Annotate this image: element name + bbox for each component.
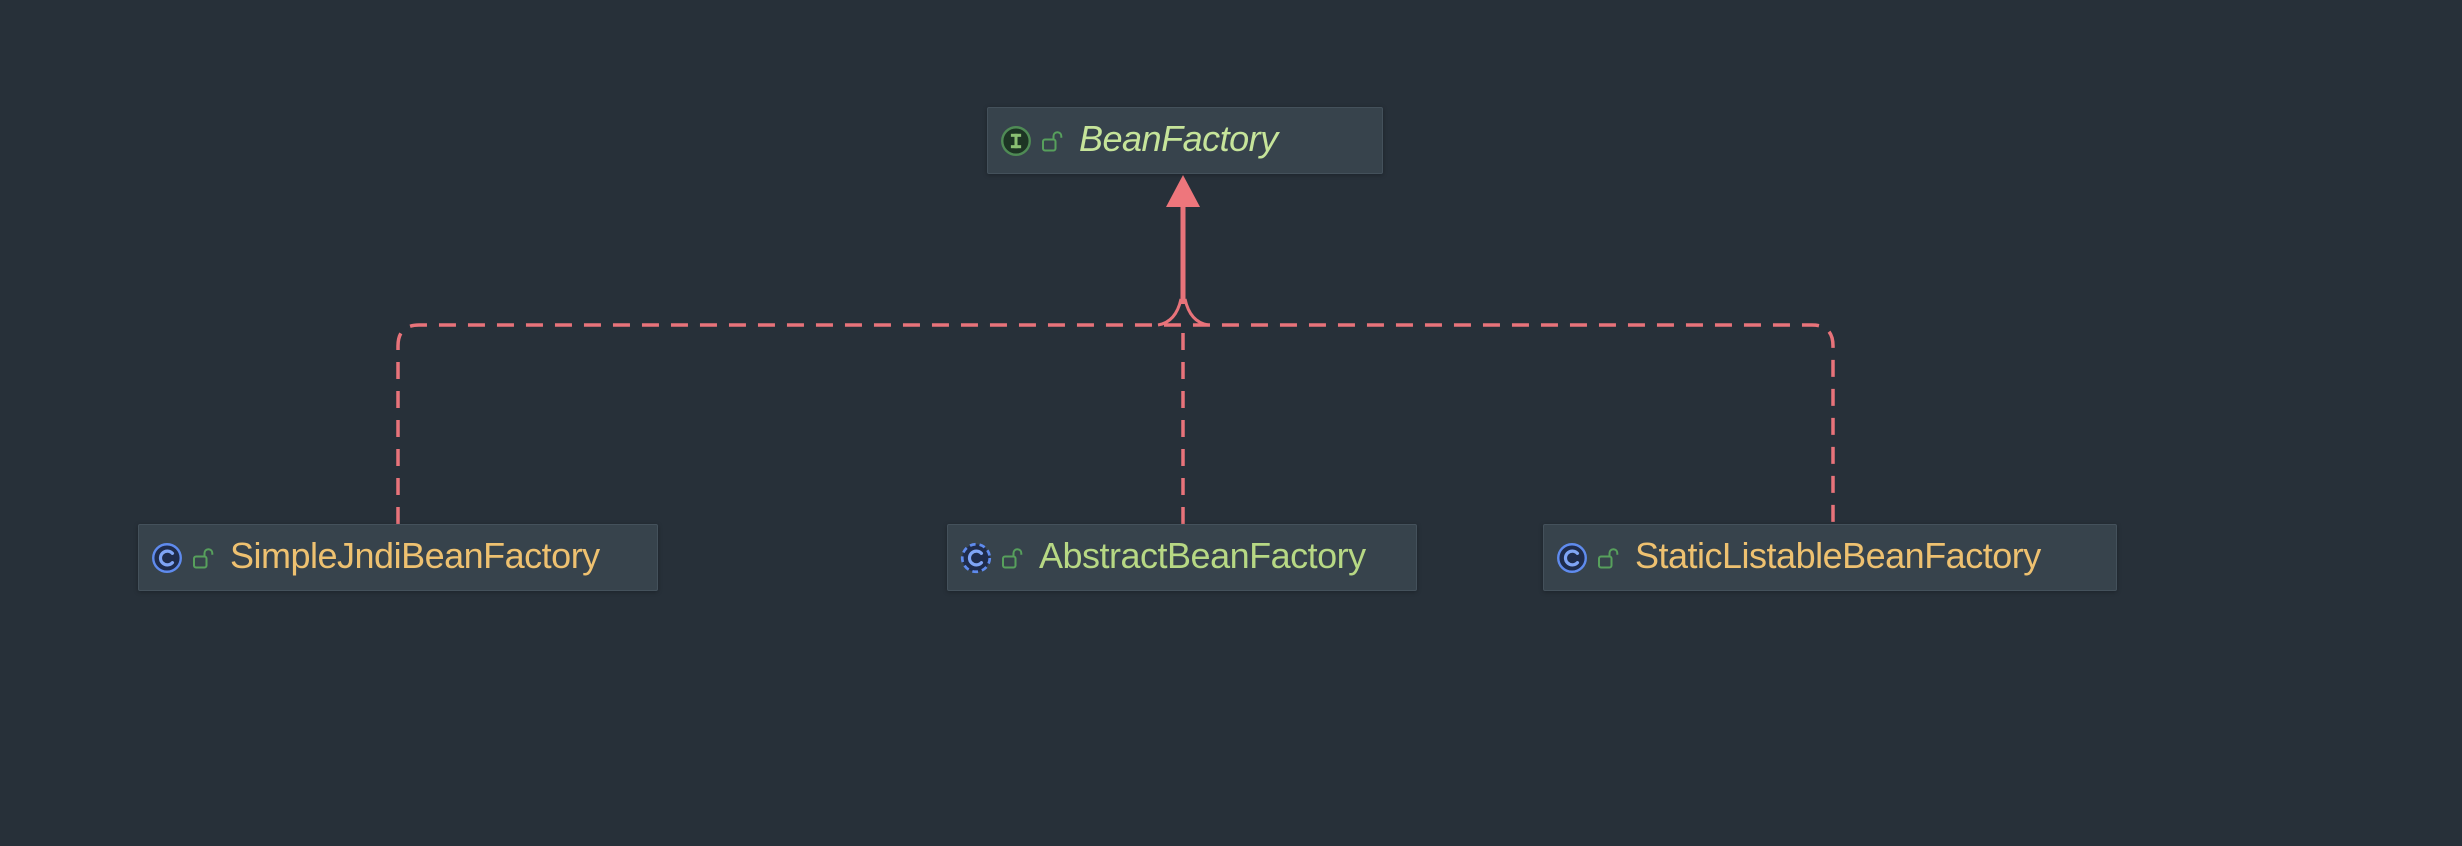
abstract-class-icon [960, 542, 992, 573]
node-label-beanfactory: BeanFactory [1079, 118, 1278, 159]
edge-trunk[interactable] [396, 323, 1835, 524]
node-label-staticlistablebeanfactory: StaticListableBeanFactory [1635, 535, 2041, 576]
inheritance-edge-bundle[interactable] [396, 175, 1835, 524]
node-label-simplejndibeanfactory: SimpleJndiBeanFactory [230, 535, 600, 576]
edge-merge-curve-right [1183, 298, 1209, 327]
node-simplejndibeanfactory[interactable]: SimpleJndiBeanFactory [138, 524, 658, 591]
class-icon [152, 542, 182, 573]
node-label-abstractbeanfactory: AbstractBeanFactory [1039, 535, 1366, 576]
inheritance-arrowhead-icon [1166, 175, 1200, 207]
node-staticlistablebeanfactory[interactable]: StaticListableBeanFactory [1543, 524, 2117, 591]
unlocked-icon [1598, 547, 1619, 568]
node-abstractbeanfactory[interactable]: AbstractBeanFactory [947, 524, 1417, 591]
unlocked-icon [193, 547, 214, 568]
node-beanfactory[interactable]: BeanFactory [987, 107, 1383, 174]
interface-icon [1001, 125, 1031, 156]
edge-merge-curve-left [1157, 298, 1183, 327]
class-icon [1557, 542, 1587, 573]
unlocked-icon [1042, 130, 1063, 151]
unlocked-icon [1002, 547, 1023, 568]
